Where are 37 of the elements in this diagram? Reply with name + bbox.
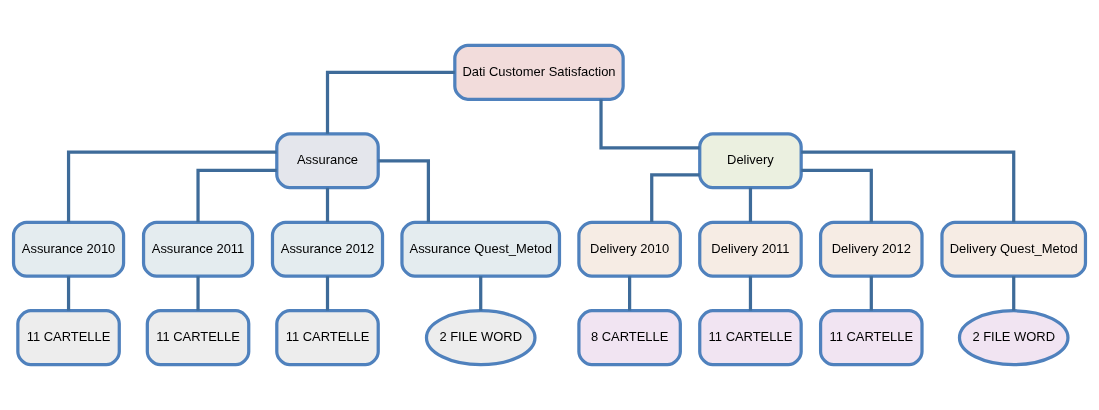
connector: [650, 173, 700, 222]
node-box: Dati Customer Satisfaction: [453, 43, 625, 101]
connector: [325, 70, 455, 134]
node-box: Delivery 2011: [698, 220, 803, 278]
node-box: 11 CARTELLE: [698, 309, 803, 367]
node-ellipse: 2 FILE WORD: [957, 309, 1070, 367]
connector: [748, 187, 753, 223]
connector: [196, 168, 277, 223]
connector: [66, 150, 277, 223]
node-box: Delivery: [698, 132, 803, 190]
connector: [599, 99, 700, 150]
node-box: 11 CARTELLE: [145, 309, 251, 367]
node-box: Delivery Quest_Metod: [940, 220, 1088, 278]
connector: [378, 159, 430, 223]
node-ellipse: 2 FILE WORD: [424, 309, 537, 367]
node-box: 8 CARTELLE: [577, 309, 682, 367]
connector: [869, 276, 873, 311]
node-box: Delivery 2012: [818, 220, 924, 278]
node-box: Delivery 2010: [577, 220, 682, 278]
connector: [628, 276, 632, 311]
node-box: 11 CARTELLE: [16, 309, 121, 367]
node-box: Assurance 2010: [11, 220, 126, 278]
node-box: Assurance 2012: [270, 220, 385, 278]
connector: [1012, 276, 1016, 311]
connector: [196, 276, 200, 311]
connector: [479, 276, 483, 311]
node-box: 11 CARTELLE: [275, 309, 380, 367]
node-box: Assurance Quest_Metod: [400, 220, 562, 278]
connector: [748, 276, 753, 311]
connector: [801, 168, 873, 223]
node-box: Assurance: [275, 132, 380, 190]
node-box: Assurance 2011: [141, 220, 255, 278]
connector: [66, 276, 71, 311]
node-box: 11 CARTELLE: [818, 309, 924, 367]
connector: [325, 276, 330, 311]
connector: [801, 150, 1016, 223]
connector: [325, 187, 330, 223]
